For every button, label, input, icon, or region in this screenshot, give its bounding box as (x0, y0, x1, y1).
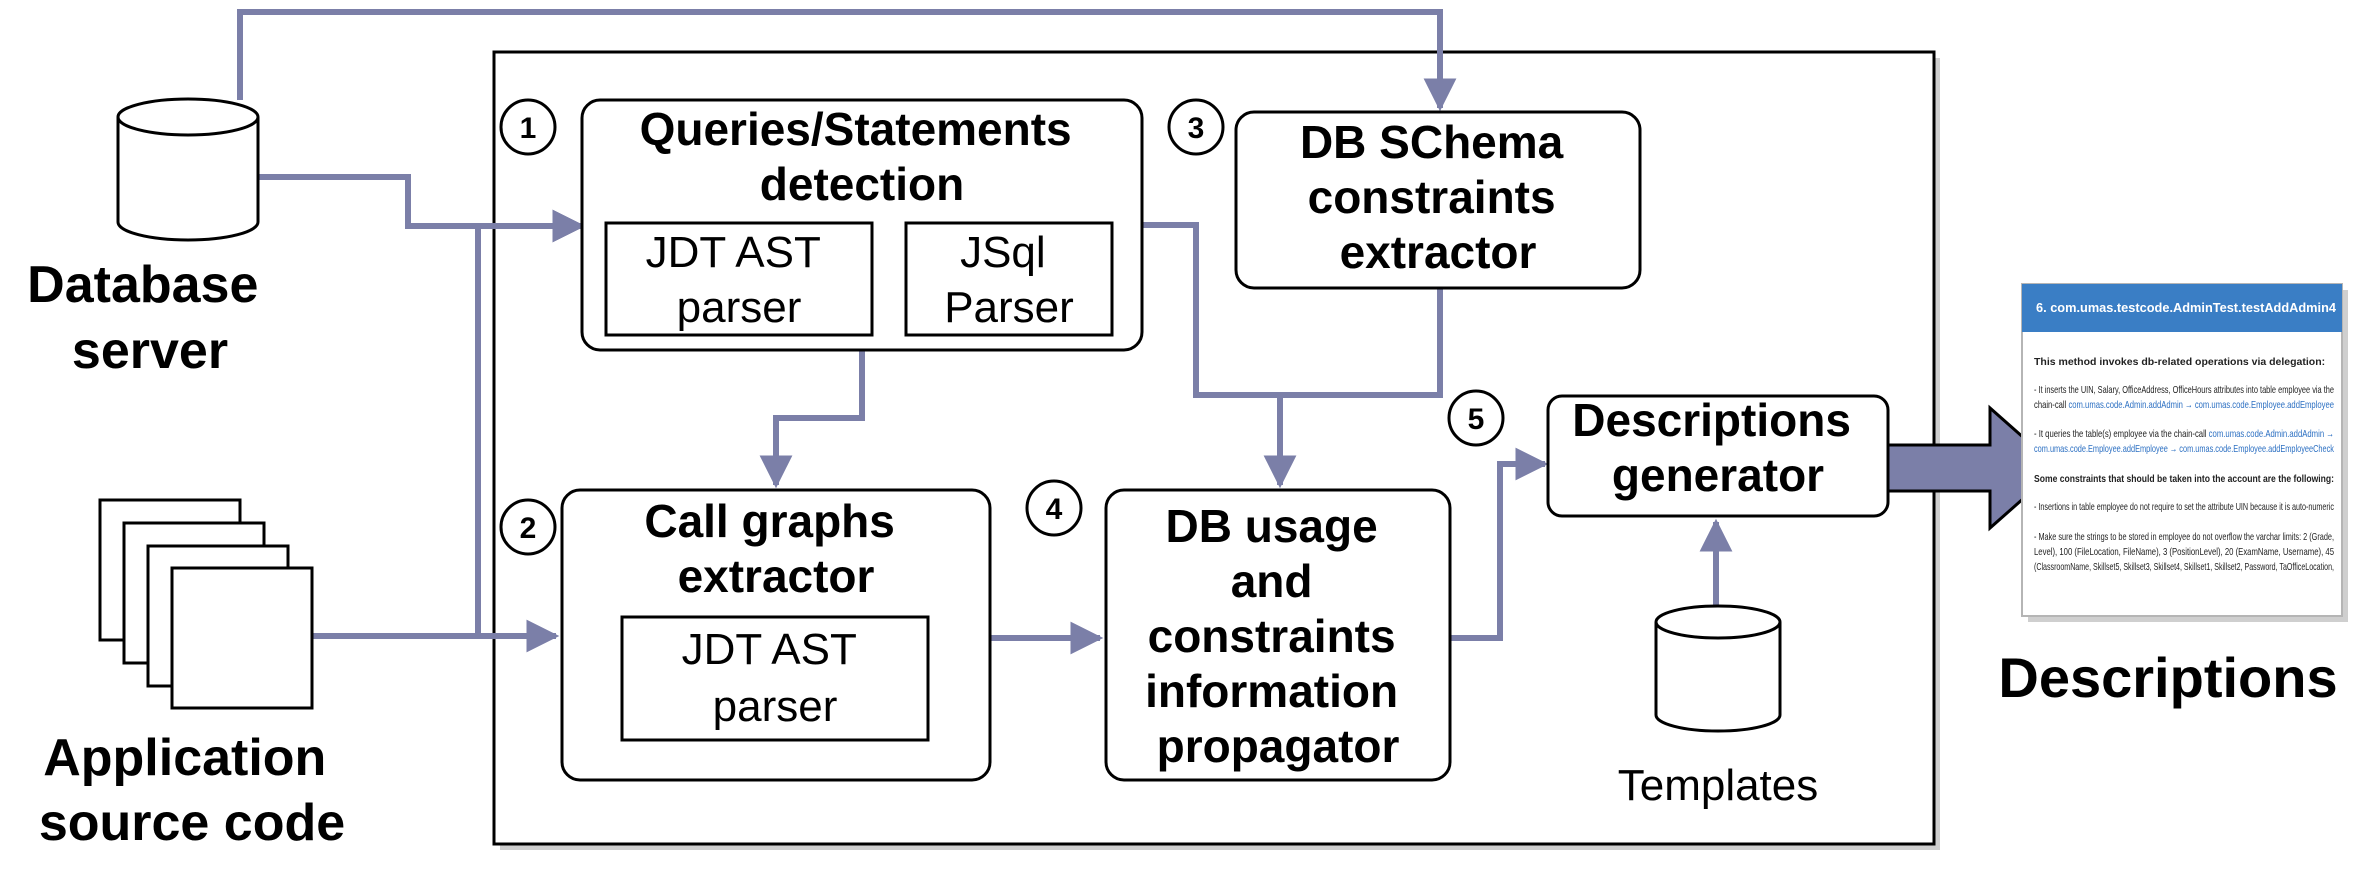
jsql-parser-label: JSql Parser (944, 228, 1074, 332)
jdt-parser-box-1 (604, 221, 874, 337)
svg-text:2: 2 (520, 512, 537, 545)
source-page-4 (170, 566, 314, 710)
database-server-label: Database server (27, 256, 273, 380)
document-header (2022, 284, 2342, 332)
document-constraint-1: - Insertions in table employee do not re… (2034, 501, 2334, 513)
db-to-schema-arrow (237, 9, 1457, 112)
queries-to-propagator-arrow (1142, 222, 1297, 489)
propagator-box (1104, 488, 1452, 782)
jdt-parser-label-1: JDT AST parser (646, 228, 833, 332)
step-2-badge: 2 (499, 498, 557, 556)
jdt-parser-label-2: JDT AST parser (682, 625, 869, 731)
document-constraint-2-line1: - Make sure the strings to be stored in … (2034, 531, 2334, 543)
document-constraint-2-line2: Level), 100 (FileLocation, FileName), 3 … (2034, 546, 2334, 558)
templates-label: Templates (1618, 761, 1819, 810)
jsql-parser-box (904, 221, 1114, 337)
step-5-badge: 5 (1447, 389, 1505, 447)
queries-detection-title: Queries/Statements detection (640, 103, 1085, 210)
svg-text:1: 1 (520, 112, 537, 145)
svg-text:3: 3 (1188, 112, 1205, 145)
document-item1-line2: chain-call com.umas.code.Admin.addAdmin … (2034, 399, 2334, 411)
schema-extractor-title: DB SChema constraints extractor (1300, 116, 1576, 278)
propagator-title: DB usage and constraints information pro… (1145, 500, 1411, 772)
queries-to-callgraphs-arrow (759, 350, 865, 489)
document-page (2021, 283, 2343, 617)
source-files-icon (98, 498, 314, 710)
generator-title: Descriptions generator (1572, 394, 1863, 501)
schema-extractor-box (1234, 110, 1642, 290)
step-3-badge: 3 (1167, 98, 1225, 156)
document-intro: This method invokes db-related operation… (2034, 356, 2325, 368)
connectors (237, 9, 1733, 655)
document-item2-line1: - It queries the table(s) employee via t… (2034, 428, 2334, 440)
app-to-queries-arrow (475, 209, 586, 636)
jdt-parser-box-2 (620, 615, 930, 742)
document-constraint-2-line3: (ClassroomName, Skillset5, Skillset3, Sk… (2034, 561, 2334, 573)
call-graphs-title: Call graphs extractor (644, 495, 907, 602)
descriptions-document: 6. com.umas.testcode.AdminTest.testAddAd… (2021, 283, 2348, 622)
document-constraints-heading: Some constraints that should be taken in… (2034, 473, 2334, 485)
step-1-badge: 1 (499, 98, 557, 156)
svg-text:5: 5 (1468, 403, 1485, 436)
document-item1-line1: - It inserts the UIN, Salary, OfficeAddr… (2034, 384, 2334, 396)
propagator-to-generator-arrow (1450, 447, 1549, 641)
templates-database-icon (1654, 604, 1782, 733)
step-4-badge: 4 (1025, 479, 1083, 537)
descriptions-label: Descriptions (1998, 646, 2337, 709)
document-item2-line2: com.umas.code.Employee.addEmployee → com… (2034, 443, 2335, 455)
database-server-icon (116, 97, 260, 242)
svg-text:4: 4 (1046, 493, 1063, 526)
schema-to-propagator-arrow (1280, 288, 1443, 398)
document-title: 6. com.umas.testcode.AdminTest.testAddAd… (2036, 300, 2337, 315)
application-source-label: Application source code (39, 729, 345, 852)
generator-box (1546, 394, 1890, 518)
